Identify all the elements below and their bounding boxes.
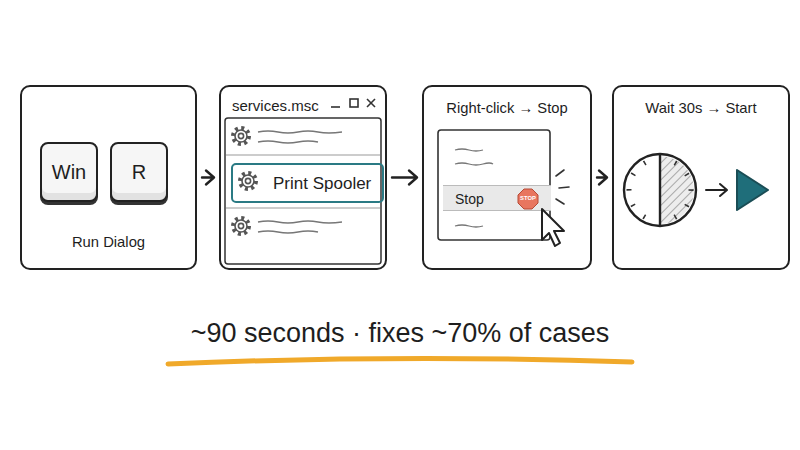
flow-arrow xyxy=(202,171,214,185)
node-label: Print Spooler xyxy=(273,174,371,194)
node-label: Stop xyxy=(455,191,484,207)
keyboard-key: Win xyxy=(40,142,98,202)
play-button xyxy=(737,170,768,210)
clock-face xyxy=(624,154,696,226)
node-label: services.msc xyxy=(232,97,319,114)
placeholder-lines xyxy=(258,221,342,233)
flow-arrow xyxy=(597,171,607,185)
node-label: STOP xyxy=(515,195,541,202)
node-label: Wait 30s → Start xyxy=(614,100,788,117)
step-panel: Wait 30s → Start xyxy=(612,85,790,270)
node-label: Run Dialog xyxy=(22,234,195,251)
node-label: Win xyxy=(42,161,96,184)
caption: ~90 seconds · fixes ~70% of cases xyxy=(0,318,800,349)
window-controls xyxy=(331,99,375,107)
placeholder-lines xyxy=(258,131,342,143)
window-pane xyxy=(225,118,381,264)
click-marks xyxy=(556,170,569,204)
selected-service: Print Spooler xyxy=(231,163,384,203)
caption-underline xyxy=(168,358,632,364)
step-panel: Right-click → StopStop STOP xyxy=(422,85,592,270)
context-menu xyxy=(438,130,550,240)
node-label: Right-click → Stop xyxy=(424,100,590,117)
step-panel: services.mscPrint Spooler xyxy=(219,85,387,270)
node-label: R xyxy=(112,161,166,184)
stop-sign: STOP xyxy=(515,188,541,210)
flow-arrow xyxy=(392,171,417,185)
step-panel: Run Dialog Win R xyxy=(20,85,197,270)
menu-item: Stop STOP xyxy=(443,185,551,211)
keyboard-key: R xyxy=(110,142,168,202)
small-arrow xyxy=(706,184,727,196)
